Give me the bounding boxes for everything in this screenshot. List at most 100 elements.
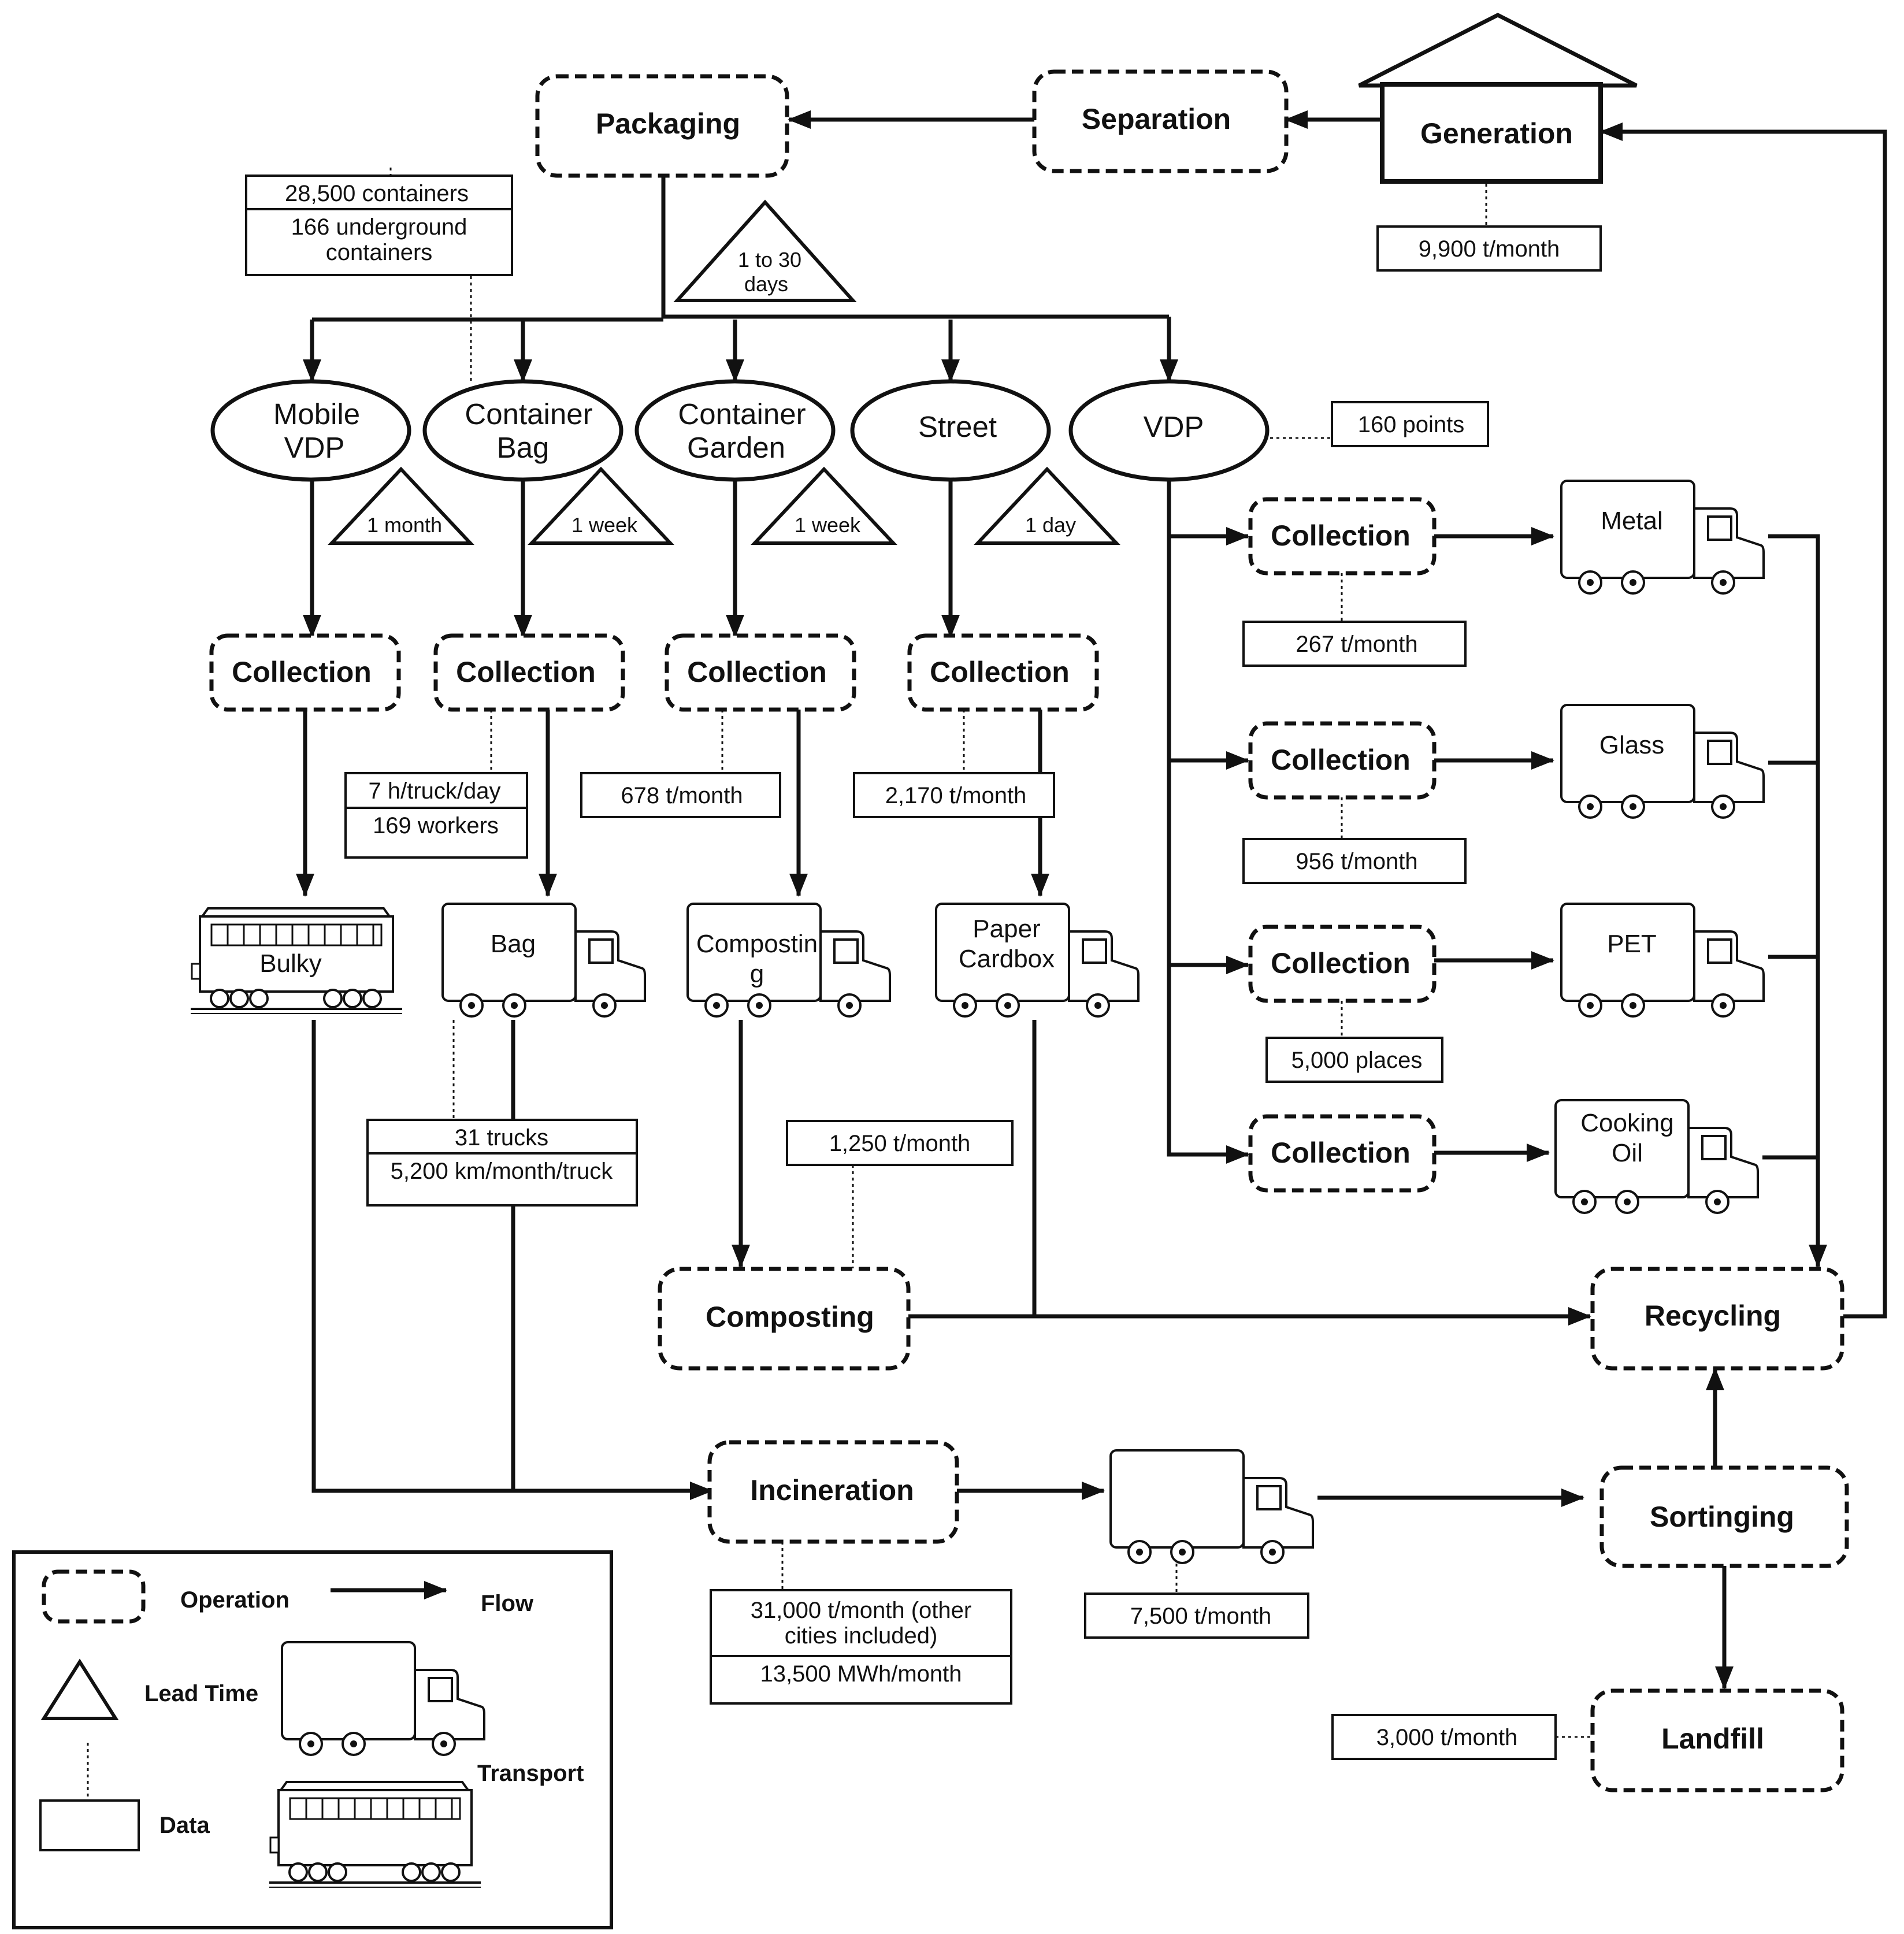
- svg-text:Cardbox: Cardbox: [959, 945, 1055, 973]
- svg-text:1 week: 1 week: [795, 513, 861, 537]
- flow-bulky-to-incineration: [311, 1020, 713, 1500]
- operation-collection-mobile-vdp: Collection: [209, 633, 401, 712]
- svg-text:678 t/month: 678 t/month: [621, 783, 743, 808]
- svg-text:Oil: Oil: [1612, 1139, 1643, 1167]
- node-container-bag: Container Bag: [422, 379, 623, 482]
- legend-data-label: Data: [159, 1813, 210, 1838]
- svg-text:7,500 t/month: 7,500 t/month: [1130, 1603, 1272, 1629]
- operation-collection-container-garden: Collection: [665, 633, 856, 712]
- legend-operation-label: Operation: [180, 1587, 290, 1613]
- svg-text:Collection: Collection: [1271, 744, 1411, 776]
- svg-text:Collection: Collection: [232, 656, 372, 688]
- svg-text:days: days: [744, 272, 788, 296]
- svg-text:Glass: Glass: [1599, 731, 1664, 759]
- data-box-bag-collection: 7 h/truck/day 169 workers: [344, 772, 528, 859]
- svg-text:Recycling: Recycling: [1645, 1300, 1781, 1332]
- svg-text:Packaging: Packaging: [596, 107, 740, 140]
- lead-time-container-garden: 1 week: [751, 466, 897, 545]
- legend-lead-time-label: Lead Time: [144, 1681, 258, 1706]
- svg-text:7 h/truck/day: 7 h/truck/day: [368, 778, 500, 804]
- data-links: [389, 168, 1590, 1738]
- data-box-landfill: 3,000 t/month: [1331, 1714, 1557, 1760]
- lead-time-container-bag: 1 week: [528, 466, 674, 545]
- svg-text:Paper: Paper: [973, 915, 1040, 943]
- flow-recycling-bus: [1768, 534, 1827, 1268]
- truck-cooking-oil: Cooking Oil: [1554, 1099, 1759, 1214]
- svg-text:Metal: Metal: [1601, 507, 1663, 535]
- svg-text:5,200 km/month/truck: 5,200 km/month/truck: [391, 1159, 614, 1184]
- svg-text:Container: Container: [678, 398, 806, 430]
- data-box-glass: 956 t/month: [1242, 838, 1467, 884]
- operation-collection-pet: Collection: [1248, 925, 1437, 1003]
- truck-paper-cardbox: Paper Cardbox: [935, 903, 1140, 1018]
- legend-flow-label: Flow: [481, 1591, 534, 1616]
- svg-text:166 underground: 166 underground: [291, 214, 467, 240]
- svg-text:Bulky: Bulky: [259, 949, 322, 978]
- operation-collection-street: Collection: [907, 633, 1099, 712]
- operation-collection-metal: Collection: [1248, 497, 1437, 576]
- data-box-trucks: 31 trucks 5,200 km/month/truck: [366, 1119, 638, 1207]
- svg-text:9,900 t/month: 9,900 t/month: [1419, 236, 1560, 262]
- legend-transport-label: Transport: [477, 1761, 584, 1786]
- train-bulky: Bulky: [190, 907, 403, 1015]
- truck-metal: Metal: [1560, 480, 1765, 595]
- flow-recycling-to-generation: [1599, 123, 1887, 1319]
- flow-lines: [296, 110, 1887, 1690]
- svg-text:Street: Street: [918, 410, 997, 443]
- svg-text:1 day: 1 day: [1025, 513, 1076, 537]
- operation-incineration: Incineration: [707, 1440, 959, 1544]
- lead-time-packaging: 1 to 30 days: [673, 199, 857, 302]
- svg-text:13,500 MWh/month: 13,500 MWh/month: [760, 1661, 962, 1687]
- svg-text:VDP: VDP: [1144, 410, 1204, 443]
- svg-text:Collection: Collection: [1271, 947, 1411, 979]
- truck-bag: Bag: [441, 903, 646, 1018]
- legend-operation-swatch: [42, 1569, 146, 1624]
- flow-vdp-trunk: [1167, 480, 1249, 1164]
- svg-text:Collection: Collection: [1271, 1137, 1411, 1169]
- svg-text:1,250 t/month: 1,250 t/month: [829, 1131, 971, 1156]
- svg-text:PET: PET: [1607, 930, 1657, 958]
- svg-text:Collection: Collection: [456, 656, 596, 688]
- data-box-generation: 9,900 t/month: [1376, 225, 1602, 272]
- svg-text:Bag: Bag: [497, 431, 550, 464]
- operation-separation: Separation: [1032, 69, 1289, 173]
- flow-packaging-bus: [661, 176, 1169, 319]
- data-box-composting: 1,250 t/month: [786, 1120, 1014, 1166]
- svg-text:2,170 t/month: 2,170 t/month: [885, 783, 1027, 808]
- svg-text:Incineration: Incineration: [750, 1474, 914, 1506]
- svg-text:containers: containers: [326, 240, 433, 265]
- svg-text:Cooking: Cooking: [1580, 1109, 1673, 1137]
- svg-text:31,000 t/month (other: 31,000 t/month (other: [751, 1598, 971, 1623]
- svg-text:Separation: Separation: [1082, 103, 1231, 135]
- svg-text:Landfill: Landfill: [1661, 1723, 1764, 1755]
- lead-time-mobile-vdp: 1 month: [328, 466, 474, 545]
- node-vdp: VDP: [1068, 379, 1270, 482]
- svg-text:956 t/month: 956 t/month: [1296, 849, 1417, 874]
- svg-text:1 to 30: 1 to 30: [738, 248, 801, 272]
- operation-collection-cooking-oil: Collection: [1248, 1114, 1437, 1193]
- data-box-metal: 267 t/month: [1242, 621, 1467, 667]
- svg-text:Collection: Collection: [930, 656, 1070, 688]
- node-street: Street: [850, 379, 1051, 482]
- node-mobile-vdp: Mobile VDP: [210, 379, 411, 482]
- svg-text:Compostin: Compostin: [696, 930, 818, 958]
- operation-landfill: Landfill: [1590, 1688, 1844, 1792]
- data-box-incineration: 31,000 t/month (other cities included) 1…: [710, 1589, 1012, 1705]
- svg-text:Composting: Composting: [706, 1301, 874, 1333]
- svg-text:5,000 places: 5,000 places: [1291, 1048, 1423, 1073]
- node-container-garden: Container Garden: [634, 379, 836, 482]
- lead-time-street: 1 day: [974, 466, 1120, 545]
- svg-text:VDP: VDP: [284, 431, 345, 464]
- svg-text:160 points: 160 points: [1358, 412, 1465, 437]
- legend-data-swatch: [39, 1799, 140, 1851]
- svg-text:1 month: 1 month: [367, 513, 442, 537]
- legend: Operation Flow Lead Time Transport Data: [12, 1550, 613, 1929]
- data-box-garden: 678 t/month: [580, 772, 781, 818]
- data-box-transport: 7,500 t/month: [1084, 1593, 1309, 1639]
- svg-text:28,500 containers: 28,500 containers: [285, 181, 469, 206]
- svg-text:3,000 t/month: 3,000 t/month: [1376, 1725, 1518, 1750]
- data-box-pet: 5,000 places: [1265, 1037, 1443, 1083]
- svg-text:Container: Container: [465, 398, 592, 430]
